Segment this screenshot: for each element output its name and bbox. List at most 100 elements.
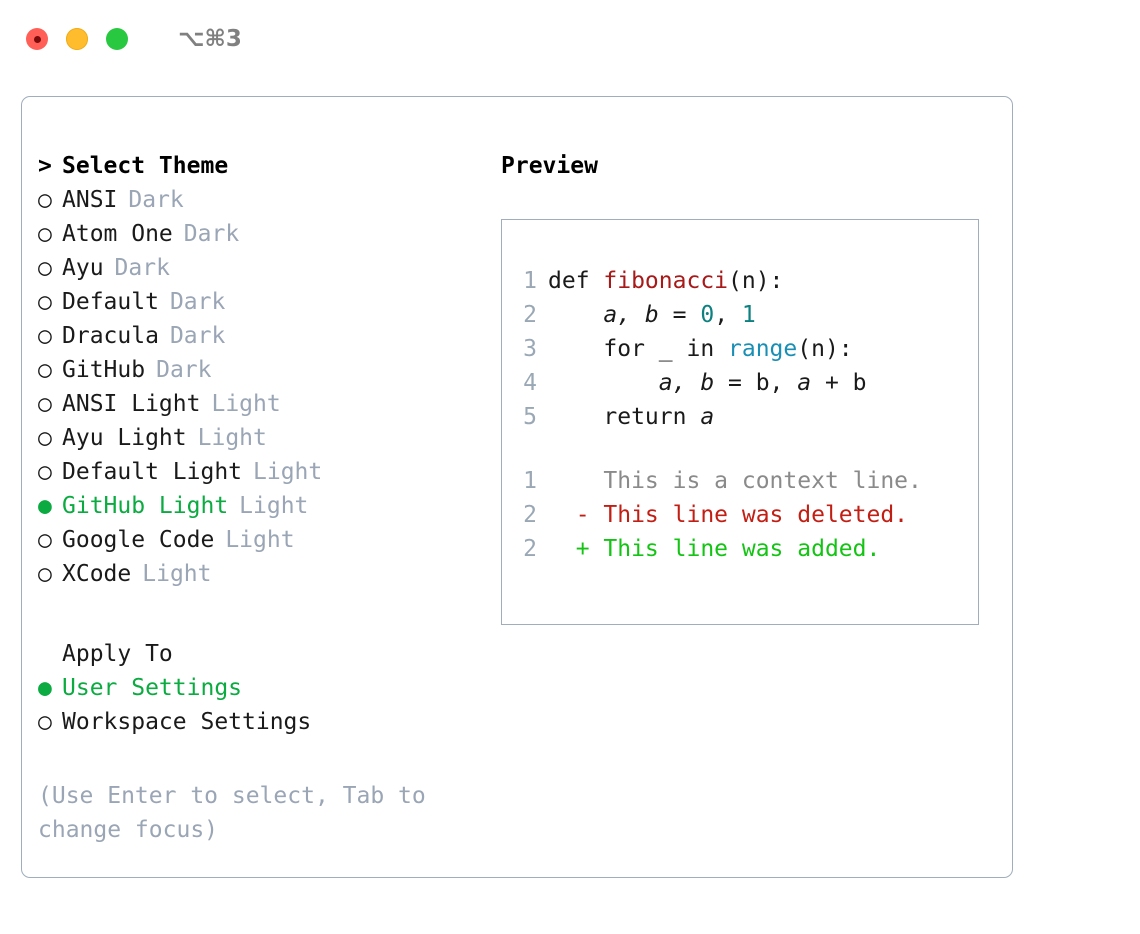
code-token-plain: , xyxy=(714,302,742,328)
theme-name-label: Ayu Light xyxy=(62,425,187,451)
code-token-kw: return xyxy=(548,404,701,430)
code-line-number: 1 xyxy=(523,268,537,294)
theme-list-item[interactable]: ○ ANSI Light Light xyxy=(38,387,492,421)
radio-unselected-icon[interactable]: ○ xyxy=(38,391,52,417)
code-line-content: for _ in range(n): xyxy=(548,332,853,366)
window-controls xyxy=(26,28,128,50)
radio-unselected-icon[interactable]: ○ xyxy=(38,289,52,315)
radio-unselected-icon[interactable]: ○ xyxy=(38,709,52,735)
code-token-plain: (n): xyxy=(728,268,784,294)
code-token-call: range xyxy=(728,336,798,362)
theme-variant-tag: Dark xyxy=(169,289,226,315)
theme-variant-tag: Light xyxy=(239,493,309,519)
apply-to-option-label: Workspace Settings xyxy=(62,709,312,735)
theme-name-label: Dracula xyxy=(62,323,159,349)
code-token-var: a xyxy=(700,404,715,430)
theme-name-label: ANSI Light xyxy=(62,391,201,417)
theme-variant-tag: Light xyxy=(142,561,212,587)
code-line-number: 2 xyxy=(523,302,537,328)
theme-variant-tag: Light xyxy=(225,527,295,553)
radio-unselected-icon[interactable]: ○ xyxy=(38,221,52,247)
apply-to-option-label: User Settings xyxy=(62,675,243,701)
theme-variant-tag: Dark xyxy=(183,221,240,247)
code-token-num: 1 xyxy=(741,302,756,328)
title-bar: ⌥⌘3 xyxy=(0,0,1140,78)
diff-sign: - xyxy=(548,502,604,528)
code-line-content: a, b = b, a + b xyxy=(548,366,867,400)
radio-unselected-icon[interactable]: ○ xyxy=(38,561,52,587)
theme-name-label: GitHub xyxy=(62,357,146,383)
keyboard-shortcut-label: ⌥⌘3 xyxy=(178,26,242,52)
caret-icon: > xyxy=(38,153,52,179)
close-window-button[interactable] xyxy=(26,28,48,50)
maximize-window-button[interactable] xyxy=(106,28,128,50)
theme-variant-tag: Light xyxy=(211,391,281,417)
radio-unselected-icon[interactable]: ○ xyxy=(38,425,52,451)
code-token-plain: = xyxy=(658,302,701,328)
select-theme-heading: > Select Theme xyxy=(38,149,492,183)
radio-unselected-icon[interactable]: ○ xyxy=(38,357,52,383)
diff-line: 1 This is a context line. xyxy=(502,464,978,498)
apply-to-option[interactable]: ○ Workspace Settings xyxy=(38,705,492,739)
apply-to-list: ● User Settings ○ Workspace Settings xyxy=(38,671,492,739)
code-line-content: def fibonacci(n): xyxy=(548,264,783,298)
diff-spacer xyxy=(502,434,978,464)
diff-line: 2 - This line was deleted. xyxy=(502,498,978,532)
theme-variant-tag: Dark xyxy=(114,255,170,281)
code-line: 3 for _ in range(n): xyxy=(502,332,978,366)
code-token-plain: + b xyxy=(811,370,867,396)
code-token-plain: = b, xyxy=(714,370,798,396)
diff-sign: + xyxy=(548,536,604,562)
radio-unselected-icon[interactable]: ○ xyxy=(38,323,52,349)
theme-name-label: ANSI xyxy=(62,187,118,213)
diff-line-number: 2 xyxy=(523,502,537,528)
radio-selected-icon[interactable]: ● xyxy=(38,675,52,701)
minimize-window-button[interactable] xyxy=(66,28,88,50)
radio-unselected-icon[interactable]: ○ xyxy=(38,255,52,281)
theme-variant-tag: Light xyxy=(253,459,323,485)
theme-list-item[interactable]: ○ Ayu Dark xyxy=(38,251,492,285)
code-token-kw: for _ in xyxy=(548,336,729,362)
apply-to-option[interactable]: ● User Settings xyxy=(38,671,492,705)
code-line: 4 a, b = b, a + b xyxy=(502,366,978,400)
diff-line-text: This line was deleted. xyxy=(603,502,909,528)
keyboard-hint-text: (Use Enter to select, Tab to change focu… xyxy=(38,783,426,843)
apply-to-heading: ○ Apply To xyxy=(38,637,492,671)
code-line-number: 5 xyxy=(523,404,537,430)
code-token-var: a xyxy=(797,370,812,396)
code-line-content: a, b = 0, 1 xyxy=(548,298,756,332)
code-line-content: return a xyxy=(548,400,714,434)
diff-line-text: This line was added. xyxy=(603,536,881,562)
radio-unselected-icon[interactable]: ○ xyxy=(38,527,52,553)
diff-line-number: 1 xyxy=(523,468,537,494)
code-token-num: 0 xyxy=(700,302,715,328)
theme-list-item[interactable]: ○ Atom One Dark xyxy=(38,217,492,251)
diff-line: 2 + This line was added. xyxy=(502,532,978,566)
diff-line-text: This is a context line. xyxy=(603,468,922,494)
code-token-fn: fibonacci xyxy=(603,268,729,294)
code-line: 2 a, b = 0, 1 xyxy=(502,298,978,332)
radio-selected-icon[interactable]: ● xyxy=(38,493,52,519)
radio-unselected-icon[interactable]: ○ xyxy=(38,187,52,213)
apply-to-heading-label: Apply To xyxy=(62,641,173,667)
radio-unselected-icon[interactable]: ○ xyxy=(38,459,52,485)
theme-name-label: Atom One xyxy=(62,221,173,247)
code-token-plain xyxy=(548,302,603,328)
theme-name-label: Ayu xyxy=(62,255,104,281)
code-token-var: a, b xyxy=(603,302,659,328)
code-line-number: 4 xyxy=(523,370,537,396)
code-token-plain: (n): xyxy=(797,336,853,362)
